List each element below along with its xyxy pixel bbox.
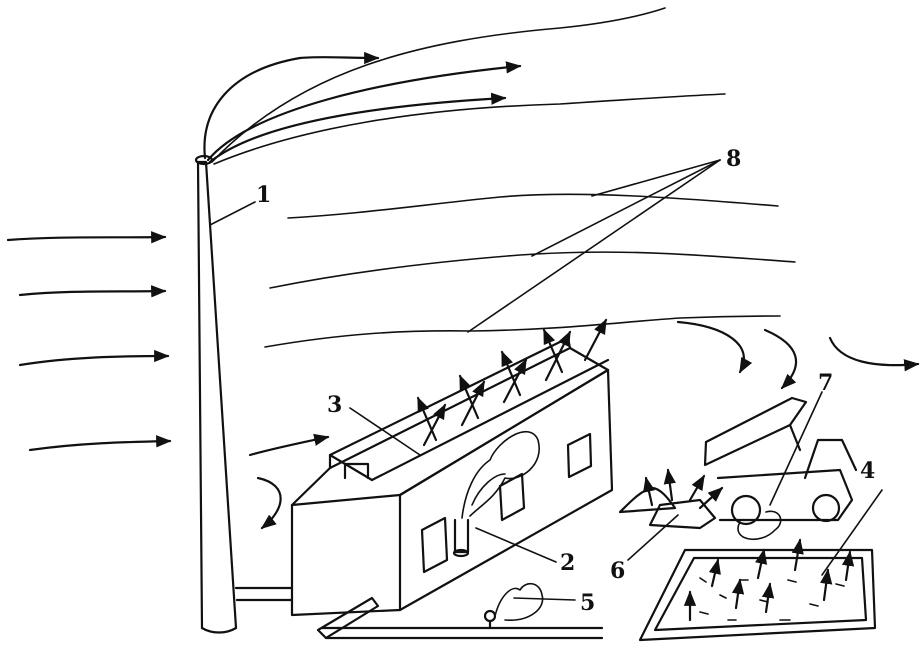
- outflow-arrow: [830, 338, 918, 365]
- leader-8-c: [468, 160, 720, 332]
- plume-line-upper: [212, 8, 665, 162]
- callout-label-8: 8: [726, 146, 741, 172]
- wind-arrow-2: [20, 291, 165, 295]
- window-1: [422, 518, 447, 572]
- eddy-arrow-roof: [250, 437, 328, 455]
- wind-arrow-4: [30, 441, 170, 450]
- downwash-arrow-1: [678, 322, 744, 372]
- callout-label-3: 3: [327, 392, 342, 418]
- callout-label-4: 4: [860, 458, 875, 484]
- valve-leak-puff: [495, 584, 543, 621]
- window-3: [568, 434, 591, 477]
- incoming-wind-arrows: [8, 237, 170, 450]
- truck-front-wheel: [813, 495, 839, 521]
- basin-vapor-3: [736, 580, 740, 608]
- chimney-left-wall: [198, 162, 202, 628]
- roof-monitor-front-edge: [330, 455, 372, 480]
- pile-dust-3: [690, 476, 704, 500]
- leader-5: [514, 598, 575, 600]
- truck-chassis: [718, 470, 852, 520]
- basin-vapor-4: [758, 550, 764, 578]
- wind-arrow-3: [20, 356, 168, 365]
- exhaust-pipe: [455, 520, 468, 552]
- plume-arrow-1: [204, 57, 378, 158]
- downwash-arrow-2: [765, 330, 796, 388]
- basin-vapor-6: [795, 540, 800, 570]
- leader-2: [476, 528, 556, 562]
- leader-8-a: [592, 160, 720, 196]
- basin-vapor-2: [712, 560, 718, 586]
- callout-label-2: 2: [560, 550, 575, 576]
- dump-truck: [705, 398, 856, 539]
- roof-emission-7: [546, 332, 570, 380]
- open-basin: [640, 540, 875, 640]
- airflow-line-3: [265, 316, 780, 347]
- callout-label-6: 6: [610, 558, 625, 584]
- material-pile: [620, 470, 722, 528]
- airflow-line-1: [288, 194, 778, 218]
- roof-vent-emissions: [418, 320, 606, 445]
- building-front-wall: [292, 495, 400, 615]
- pile-left: [620, 488, 675, 512]
- pipe-elbow: [318, 598, 378, 638]
- pile-dust-1: [646, 478, 652, 505]
- pile-dust-2: [668, 470, 672, 500]
- basin-vapor-5: [766, 584, 770, 612]
- basin-vapor-8: [846, 552, 850, 580]
- chimney-base: [202, 628, 236, 633]
- truck-dump-bed: [705, 398, 806, 465]
- chimney-stack: [196, 156, 292, 633]
- plume-line-lower: [214, 94, 725, 164]
- leader-1: [210, 202, 255, 225]
- airflow-line-2: [270, 252, 795, 288]
- roof-monitor-back: [330, 338, 570, 468]
- callout-8-leaders: [468, 160, 720, 332]
- callout-label-1: 1: [256, 182, 271, 208]
- plume-arrow-2: [208, 66, 520, 160]
- callout-label-7: 7: [818, 370, 833, 396]
- basin-vapor-7: [824, 570, 828, 600]
- callout-label-5: 5: [580, 590, 595, 616]
- wind-arrow-1: [8, 237, 165, 240]
- valve-wheel: [485, 611, 495, 621]
- smoke-plume: [204, 8, 725, 164]
- roof-monitor-ridge: [372, 360, 608, 480]
- eddy-arrow-lee: [258, 478, 281, 528]
- basin-surface-marks: [700, 578, 844, 620]
- plume-arrow-3: [210, 98, 505, 162]
- leader-8-b: [532, 160, 720, 256]
- chimney-right-wall: [198, 162, 236, 628]
- pile-dust-4: [700, 488, 722, 508]
- basin-outer: [640, 550, 875, 640]
- truck-bed-hinge: [790, 425, 800, 450]
- building-roof: [292, 348, 608, 505]
- ambient-airflow-lines: [265, 194, 918, 388]
- leader-6: [628, 515, 678, 560]
